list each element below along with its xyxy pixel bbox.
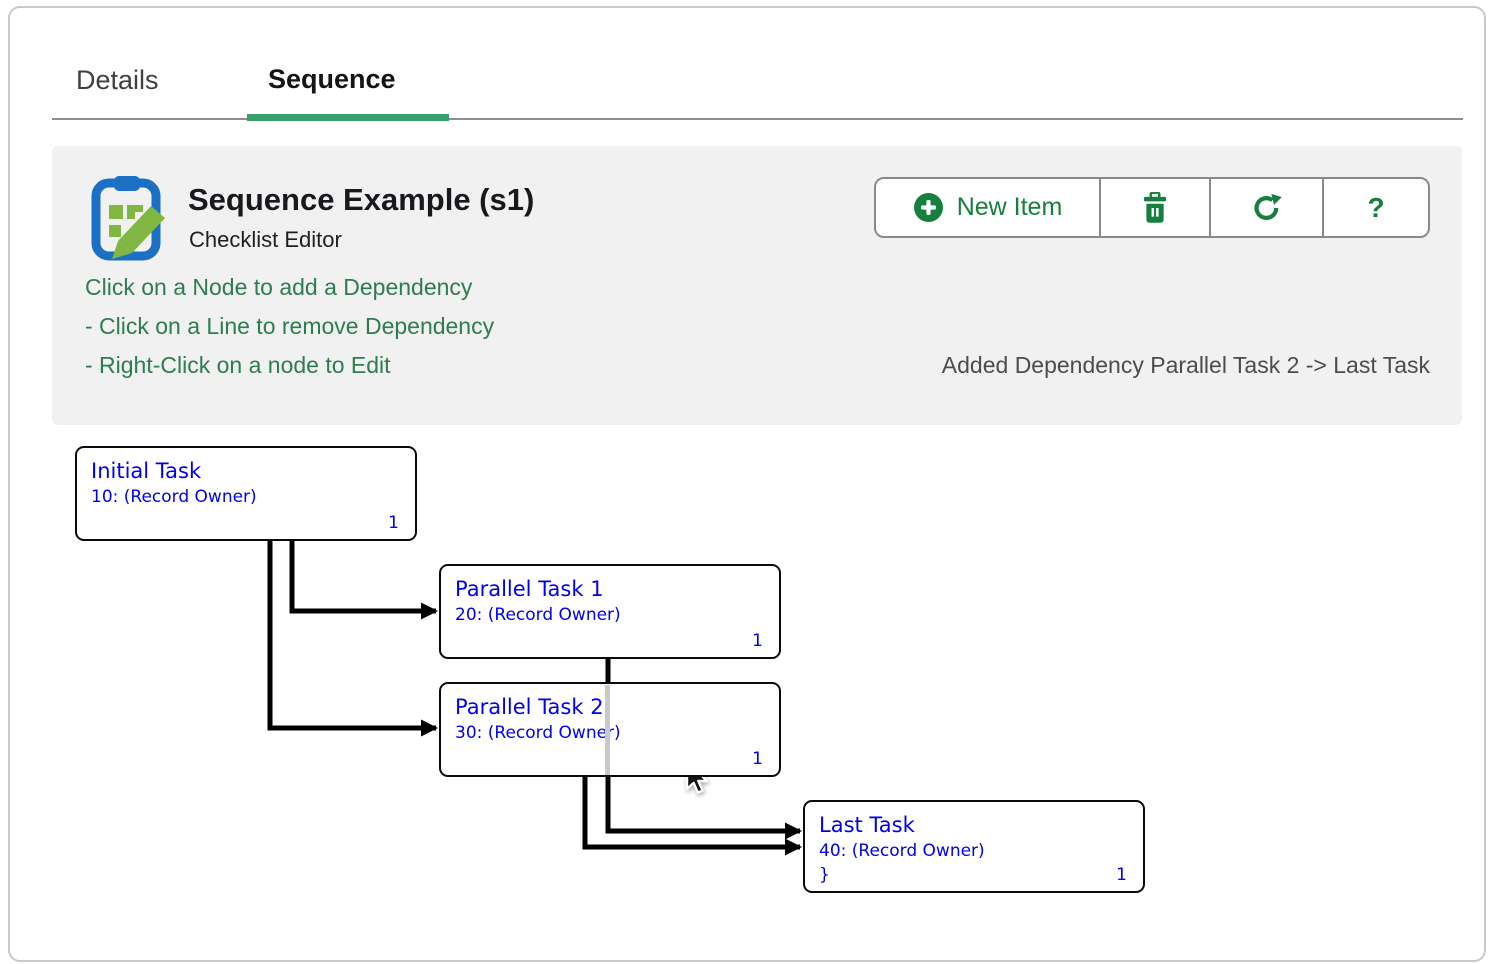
node-parallel-task-2[interactable]: Parallel Task 2 30: (Record Owner) 1 [439, 682, 781, 777]
status-message: Added Dependency Parallel Task 2 -> Last… [941, 352, 1430, 378]
new-item-label: New Item [956, 193, 1063, 221]
node-title: Parallel Task 2 [455, 695, 604, 719]
edge-parallel-task-2-to-last-task[interactable] [582, 777, 802, 856]
active-tab-underline [247, 114, 449, 121]
instruction-line-3: - Right-Click on a node to Edit [85, 352, 391, 378]
page-title: Sequence Example (s1) [188, 182, 535, 217]
edge-passthrough-segment [605, 685, 610, 775]
node-title: Parallel Task 1 [455, 577, 604, 601]
new-item-button[interactable]: New Item [876, 179, 1099, 236]
node-last-task[interactable]: Last Task 40: (Record Owner)} 1 [803, 800, 1145, 893]
redo-icon [1253, 193, 1282, 220]
edge-initial-task-to-parallel-task-1[interactable] [289, 541, 438, 620]
node-title: Last Task [819, 813, 915, 837]
page-subtitle: Checklist Editor [189, 227, 342, 252]
tab-sequence[interactable]: Sequence [268, 64, 396, 94]
checklist-editor-icon [91, 176, 165, 261]
node-badge: 1 [388, 513, 399, 533]
node-subtitle: 40: (Record Owner) [819, 841, 985, 861]
edge-initial-task-to-parallel-task-2[interactable] [267, 541, 438, 737]
plus-circle-icon [913, 193, 943, 222]
tab-details[interactable]: Details [76, 65, 159, 95]
node-title: Initial Task [91, 459, 202, 483]
help-label: ? [1367, 191, 1385, 223]
node-badge: 1 [752, 631, 763, 651]
node-subtitle: 10: (Record Owner) [91, 487, 257, 507]
node-initial-task[interactable]: Initial Task 10: (Record Owner) 1 [75, 446, 417, 541]
delete-button[interactable] [1099, 179, 1209, 236]
node-badge: 1 [1116, 865, 1127, 885]
instruction-line-2: - Click on a Line to remove Dependency [85, 313, 495, 339]
node-badge: 1 [752, 749, 763, 769]
help-button[interactable]: ? [1322, 179, 1428, 236]
node-parallel-task-1[interactable]: Parallel Task 1 20: (Record Owner) 1 [439, 564, 781, 659]
trash-icon [1143, 191, 1167, 223]
node-subtitle: 20: (Record Owner) [455, 605, 621, 625]
refresh-button[interactable] [1209, 179, 1322, 236]
toolbar: New Item ? [874, 177, 1430, 238]
node-subtitle: 30: (Record Owner) [455, 723, 621, 743]
node-footnote: } [819, 865, 830, 885]
instruction-line-1: Click on a Node to add a Dependency [85, 274, 473, 300]
tab-divider-line [52, 118, 1463, 120]
app-card: Details Sequence Sequence Example (s1) C… [8, 6, 1486, 962]
